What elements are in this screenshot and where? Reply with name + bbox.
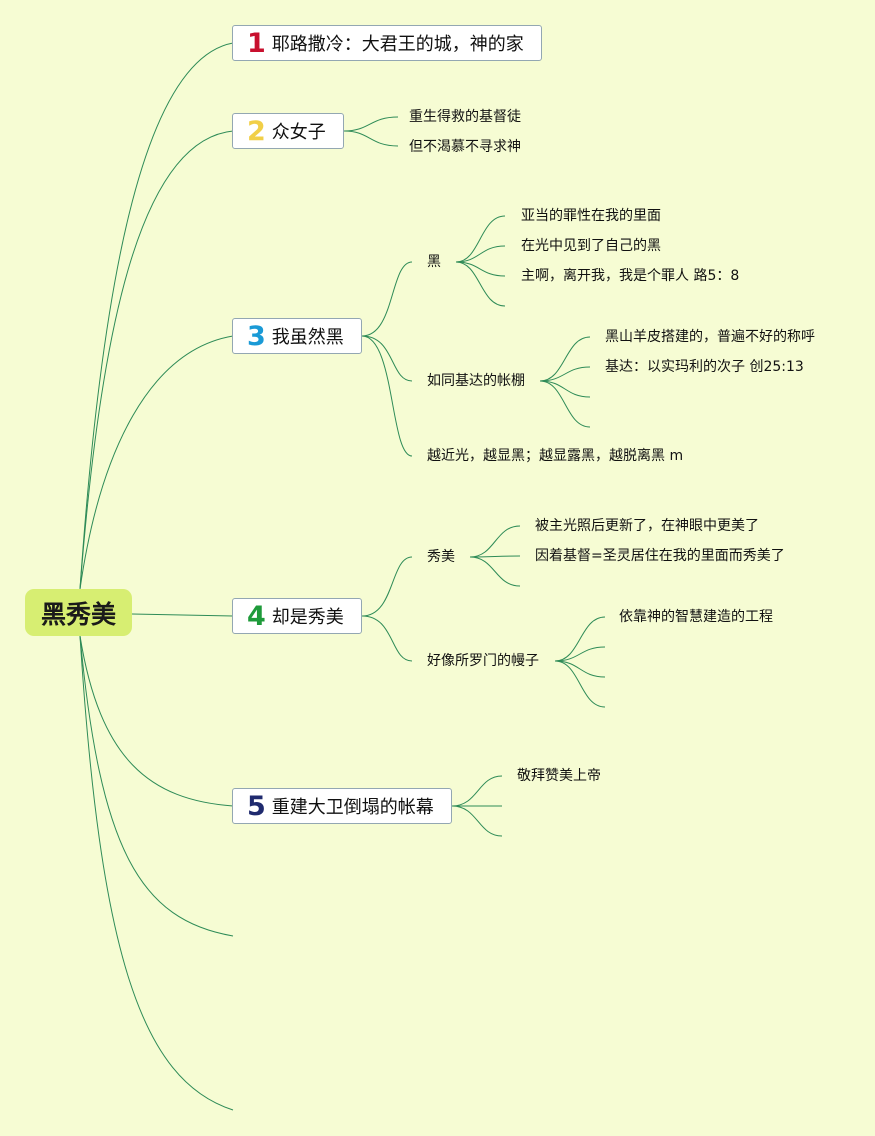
topic-1-label: 耶路撒冷：大君王的城，神的家	[271, 34, 524, 55]
number-3-icon: 3	[247, 320, 266, 352]
topic-3[interactable]: 3 我虽然黑	[232, 318, 362, 354]
leaf-item[interactable]: 敬拜赞美上帝	[517, 768, 601, 784]
topic-4-label: 却是秀美	[271, 607, 344, 628]
leaf-item[interactable]: 被主光照后更新了，在神眼中更美了	[535, 518, 759, 534]
subtopic-solomon-curtains[interactable]: 好像所罗门的幔子	[427, 653, 539, 669]
number-1-icon: 1	[247, 27, 266, 59]
topic-5[interactable]: 5 重建大卫倒塌的帐幕	[232, 788, 452, 824]
subtopic-near-light[interactable]: 越近光，越显黑；越显露黑，越脱离黑 m	[427, 448, 684, 464]
leaf-item[interactable]: 基达：以实玛利的次子 创25:13	[605, 359, 804, 375]
topic-2-label: 众女子	[271, 122, 326, 143]
topic-3-label: 我虽然黑	[271, 327, 344, 348]
topic-1[interactable]: 1 耶路撒冷：大君王的城，神的家	[232, 25, 542, 61]
topic-5-label: 重建大卫倒塌的帐幕	[271, 797, 434, 818]
leaf-item[interactable]: 依靠神的智慧建造的工程	[619, 609, 773, 625]
leaf-item[interactable]: 黑山羊皮搭建的，普遍不好的称呼	[605, 329, 815, 345]
subtopic-kedar-tents[interactable]: 如同基达的帐棚	[427, 373, 525, 389]
topic-4[interactable]: 4 却是秀美	[232, 598, 362, 634]
leaf-item[interactable]: 因着基督=圣灵居住在我的里面而秀美了	[535, 548, 785, 564]
subtopic-black[interactable]: 黑	[427, 254, 441, 270]
leaf-item[interactable]: 主啊，离开我，我是个罪人 路5：8	[521, 268, 740, 284]
number-2-icon: 2	[247, 115, 266, 147]
topic-2-item[interactable]: 但不渴慕不寻求神	[409, 139, 521, 155]
topic-2-item[interactable]: 重生得救的基督徒	[409, 109, 521, 125]
central-topic-label: 黑秀美	[40, 599, 116, 629]
number-5-icon: 5	[247, 790, 266, 822]
number-4-icon: 4	[247, 600, 266, 632]
leaf-item[interactable]: 在光中见到了自己的黑	[521, 238, 661, 254]
subtopic-comely[interactable]: 秀美	[427, 549, 455, 565]
central-topic[interactable]: 黑秀美	[25, 589, 132, 636]
leaf-item[interactable]: 亚当的罪性在我的里面	[521, 208, 661, 224]
topic-2[interactable]: 2 众女子	[232, 113, 344, 149]
